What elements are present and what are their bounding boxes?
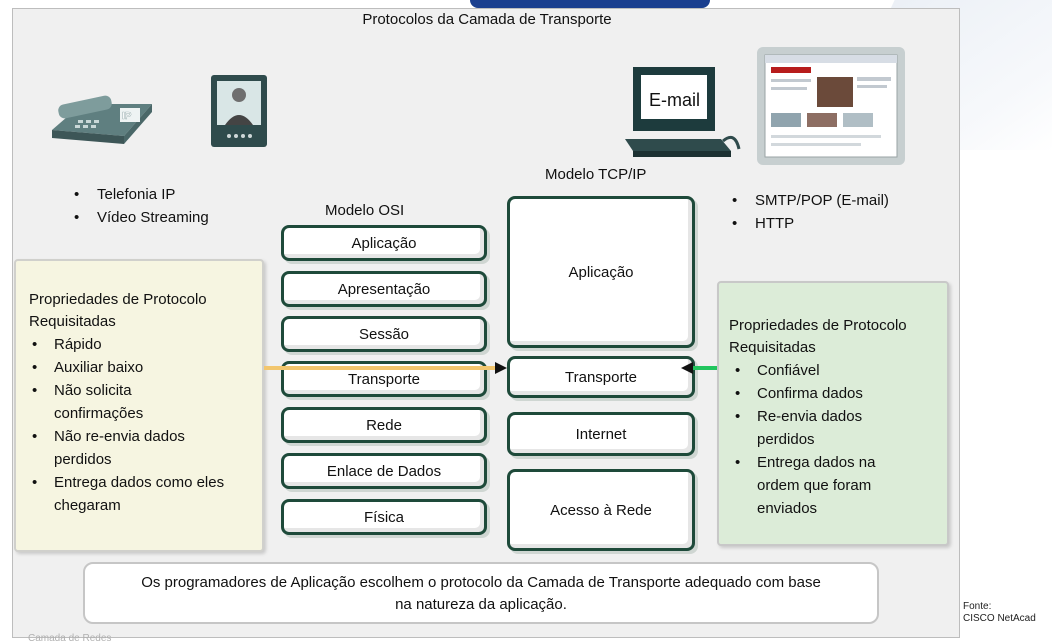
list-item: Telefonia IP bbox=[69, 183, 209, 206]
list-item: Vídeo Streaming bbox=[69, 206, 209, 229]
right-properties-box: Propriedades de Protocolo Requisitadas C… bbox=[717, 281, 949, 546]
right-properties-list: Confiável Confirma dados Re-envia dados … bbox=[719, 359, 941, 520]
list-item: Não solicita confirmações bbox=[16, 379, 254, 425]
left-properties-box: Propriedades de Protocolo Requisitadas R… bbox=[14, 259, 264, 552]
slide-footnote: Camada de Redes bbox=[28, 633, 112, 642]
email-computer-icon: E-mail bbox=[625, 61, 750, 161]
osi-layer-physical: Física bbox=[281, 499, 487, 535]
footer-note: Os programadores de Aplicação escolhem o… bbox=[83, 562, 879, 624]
web-browser-icon bbox=[757, 47, 905, 165]
list-item: Confirma dados bbox=[719, 382, 941, 405]
source-line1: Fonte: bbox=[963, 601, 992, 612]
left-box-title-line1: Propriedades de Protocolo bbox=[29, 291, 207, 308]
diagram-panel: Protocolos da Camada de Transporte IP bbox=[12, 8, 960, 638]
tcpip-layer-transport: Transporte bbox=[507, 356, 695, 398]
right-box-title-line1: Propriedades de Protocolo bbox=[729, 317, 907, 334]
osi-layer-session: Sessão bbox=[281, 316, 487, 352]
list-item: SMTP/POP (E-mail) bbox=[727, 189, 889, 212]
tcpip-layer-application: Aplicação bbox=[507, 196, 695, 348]
ip-phone-label: IP bbox=[122, 111, 132, 122]
left-box-title-line2: Requisitadas bbox=[29, 313, 116, 330]
diagram-title: Protocolos da Camada de Transporte bbox=[362, 11, 612, 28]
osi-model-label: Modelo OSI bbox=[325, 202, 405, 219]
footer-line1: Os programadores de Aplicação escolhem o… bbox=[141, 574, 821, 591]
tcpip-layer-internet: Internet bbox=[507, 412, 695, 456]
list-item: Confiável bbox=[719, 359, 941, 382]
transport-arrows bbox=[264, 362, 717, 374]
osi-layer-application: Aplicação bbox=[281, 225, 487, 261]
email-label: E-mail bbox=[649, 90, 700, 110]
list-item: Rápido bbox=[16, 333, 254, 356]
right-arrowhead bbox=[681, 362, 693, 374]
right-box-title-line2: Requisitadas bbox=[729, 339, 816, 356]
list-item: Re-envia dados perdidos bbox=[719, 405, 941, 451]
list-item: Entrega dados na ordem que foram enviado… bbox=[719, 451, 941, 520]
video-monitor-icon bbox=[209, 73, 269, 151]
ip-phone-icon: IP bbox=[48, 84, 154, 154]
source-credit: Fonte: CISCO NetAcad bbox=[963, 601, 1036, 625]
list-item: Não re-envia dados perdidos bbox=[16, 425, 254, 471]
right-application-list: SMTP/POP (E-mail) HTTP bbox=[727, 189, 889, 235]
tcpip-layer-network-access: Acesso à Rede bbox=[507, 469, 695, 551]
left-application-list: Telefonia IP Vídeo Streaming bbox=[69, 183, 209, 229]
osi-layer-data-link: Enlace de Dados bbox=[281, 453, 487, 489]
left-arrowhead bbox=[495, 362, 507, 374]
slide-heading-strip bbox=[470, 0, 710, 8]
source-line2: CISCO NetAcad bbox=[963, 613, 1036, 624]
list-item: Entrega dados como eles chegaram bbox=[16, 471, 254, 517]
list-item: Auxiliar baixo bbox=[16, 356, 254, 379]
osi-layer-presentation: Apresentação bbox=[281, 271, 487, 307]
osi-layer-network: Rede bbox=[281, 407, 487, 443]
tcpip-model-label: Modelo TCP/IP bbox=[545, 166, 647, 183]
left-properties-list: Rápido Auxiliar baixo Não solicita confi… bbox=[16, 333, 254, 517]
list-item: HTTP bbox=[727, 212, 889, 235]
footer-line2: na natureza da aplicação. bbox=[395, 596, 567, 613]
